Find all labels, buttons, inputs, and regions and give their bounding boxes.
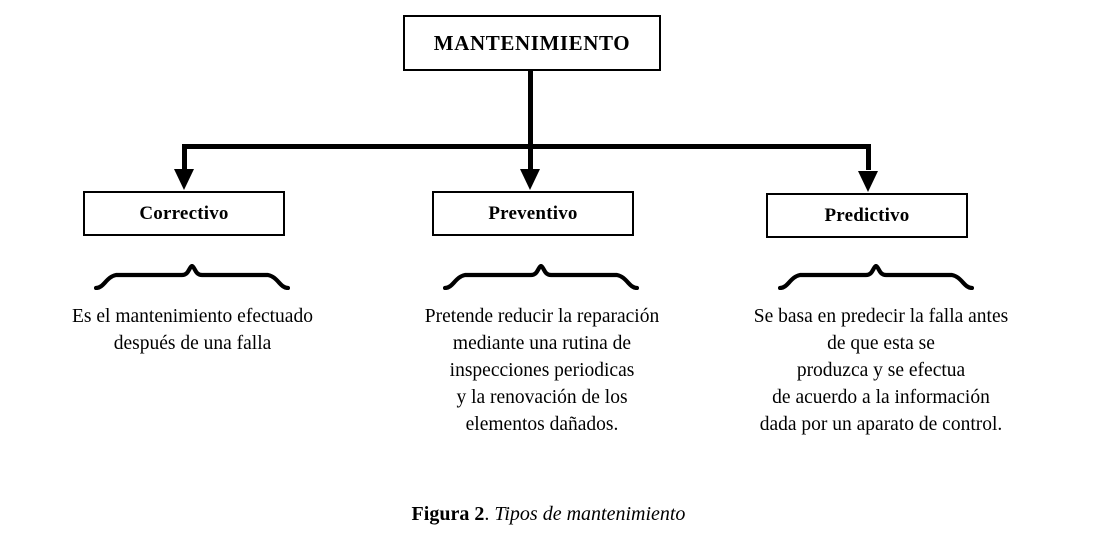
description-line: de que esta se <box>827 333 935 354</box>
description-line: Pretende reducir la reparación <box>424 306 660 327</box>
description-line: inspecciones periodicas <box>449 360 635 381</box>
description-line: dada por un aparato de control. <box>759 414 1003 435</box>
description-line: mediante una rutina de <box>452 333 632 354</box>
arrow-down-icon-preventivo <box>520 169 540 190</box>
description-line: Es el mantenimiento efectuado <box>72 306 313 327</box>
description-line: produzca y se efectua <box>796 360 966 381</box>
curly-brace-shape <box>94 264 290 290</box>
description-correctivo: Es el mantenimiento efectuado después de… <box>20 303 365 357</box>
description-line: Se basa en predecir la falla antes <box>753 306 1009 327</box>
node-label-preventivo: Preventivo <box>488 202 578 224</box>
description-preventivo: Pretende reducir la reparación mediante … <box>368 303 716 438</box>
curly-brace-icon-predictivo <box>778 264 974 290</box>
figure-caption-label: Figura 2 <box>411 503 485 525</box>
node-label-mantenimiento: MANTENIMIENTO <box>433 30 631 55</box>
curly-brace-icon-correctivo <box>94 264 290 290</box>
node-box-correctivo: Correctivo <box>83 191 285 236</box>
curly-brace-shape <box>443 264 639 290</box>
description-line: de acuerdo a la información <box>772 387 990 408</box>
description-predictivo: Se basa en predecir la falla antes de qu… <box>706 303 1056 438</box>
description-line: después de una falla <box>113 333 272 354</box>
arrow-down-icon-predictivo <box>858 171 878 192</box>
node-label-correctivo: Correctivo <box>139 202 229 224</box>
connector-trunk-vertical <box>528 70 533 148</box>
arrow-down-icon-correctivo <box>174 169 194 190</box>
description-line: elementos dañados. <box>465 414 619 435</box>
description-line: y la renovación de los <box>456 387 628 408</box>
node-label-predictivo: Predictivo <box>824 204 910 226</box>
connector-drop-predictivo <box>866 144 871 170</box>
node-box-mantenimiento: MANTENIMIENTO <box>403 15 661 71</box>
node-box-preventivo: Preventivo <box>432 191 634 236</box>
node-box-predictivo: Predictivo <box>766 193 968 238</box>
figure-caption: Figura 2. Tipos de mantenimiento <box>0 503 1097 526</box>
curly-brace-icon-preventivo <box>443 264 639 290</box>
connector-bus-horizontal <box>182 144 870 149</box>
connector-drop-correctivo <box>182 144 187 170</box>
figure-caption-separator: . <box>484 503 495 525</box>
figure-caption-title: Tipos de mantenimiento <box>494 503 686 525</box>
curly-brace-shape <box>778 264 974 290</box>
connector-drop-preventivo <box>528 144 533 170</box>
